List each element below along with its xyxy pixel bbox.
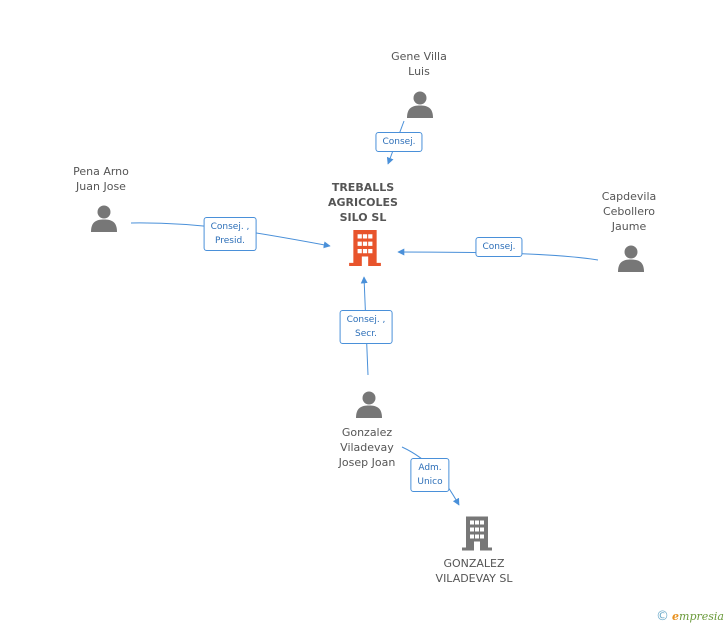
gene-villa-person-icon[interactable] — [407, 91, 433, 119]
edge-label-pena-main: Consej. , Presid. — [203, 217, 257, 251]
edge-label-gene-main: Consej. — [375, 132, 423, 152]
copyright-icon: © — [656, 609, 670, 624]
gonzalez-viladevay-building-icon[interactable] — [462, 516, 492, 551]
person-label-gonzalez[interactable]: Gonzalez Viladevay Josep Joan — [338, 426, 396, 469]
capdevila-person-icon[interactable] — [618, 245, 644, 273]
pena-arno-person-icon[interactable] — [91, 205, 117, 233]
gonzalez-person-icon[interactable] — [356, 391, 382, 419]
empresia-logo[interactable]: ©empresia — [656, 609, 724, 624]
edge-label-capdevila-main: Consej. — [475, 237, 523, 257]
person-label-pena[interactable]: Pena Arno Juan Jose — [73, 165, 129, 193]
brand-initial: e — [672, 610, 680, 623]
main-company-building-icon[interactable] — [349, 230, 381, 266]
brand-name: mpresia — [679, 610, 724, 623]
person-label-gene[interactable]: Gene Villa Luis — [391, 50, 447, 78]
main-company-label[interactable]: TREBALLS AGRICOLES SILO SL — [328, 181, 398, 224]
company-label-gonzalez-viladevay[interactable]: GONZALEZ VILADEVAY SL — [435, 557, 513, 585]
edge-label-gonzalez-main: Consej. , Secr. — [339, 310, 393, 344]
edge-label-gonzalez-company: Adm. Unico — [410, 458, 450, 492]
person-label-capdevila[interactable]: Capdevila Cebollero Jaume — [601, 190, 657, 233]
